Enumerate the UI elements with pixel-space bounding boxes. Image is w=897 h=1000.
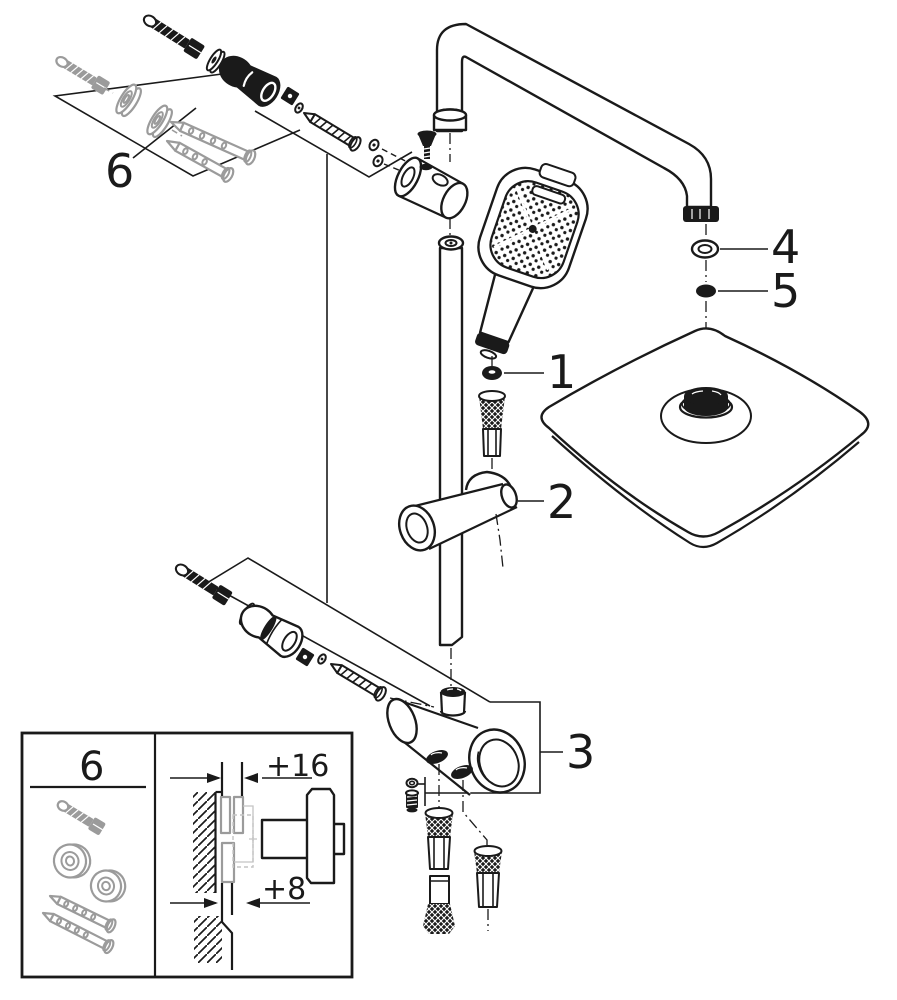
shower-arm xyxy=(435,22,719,222)
dimension-upper xyxy=(170,762,312,796)
head-rim xyxy=(551,435,860,549)
inset-rosette-2 xyxy=(89,869,127,903)
callout-3-label: 3 xyxy=(566,725,595,779)
axis-dash xyxy=(103,87,114,94)
cap-nut-bottom xyxy=(239,604,304,659)
shower-holder-item2 xyxy=(397,470,518,552)
mount-screw-bottom xyxy=(174,563,233,606)
gray-rosette-1 xyxy=(115,83,142,118)
valve-small-ring xyxy=(405,777,419,789)
callout-6-label: 6 xyxy=(105,144,134,198)
dimension-lower xyxy=(170,883,310,915)
long-screw-top xyxy=(303,112,362,152)
small-ring-top xyxy=(294,102,304,114)
square-nut-top xyxy=(280,86,300,106)
dimension-plus16-label: +16 xyxy=(266,749,329,784)
valve-port-right xyxy=(451,765,473,779)
washer-item4 xyxy=(690,239,720,259)
fastener-group-outline-top xyxy=(254,110,413,603)
callout-5-label: 5 xyxy=(771,264,800,318)
valve-port-left xyxy=(426,750,448,764)
fastener-group-outline-bottom xyxy=(205,557,563,806)
inset-screw-2 xyxy=(41,911,115,955)
gray-rosette-2 xyxy=(146,104,173,139)
valve-small-screw xyxy=(405,789,419,813)
inset-rosette-1 xyxy=(52,843,92,879)
inset-6-label: 6 xyxy=(79,744,104,790)
riser-sleeve xyxy=(432,108,468,132)
hose-nut-left xyxy=(424,807,454,870)
hose-nut-right xyxy=(473,845,503,908)
inset-wall-section xyxy=(193,790,234,970)
leader-dash xyxy=(381,148,414,166)
callout-2-label: 2 xyxy=(547,475,576,529)
hand-shower xyxy=(475,162,589,360)
brand-strip xyxy=(531,185,567,205)
centerline xyxy=(462,780,488,846)
gray-wood-screw-1 xyxy=(169,120,257,166)
holder-axis xyxy=(495,513,504,569)
arm-end-cap xyxy=(683,206,719,222)
bracket-grub-screw xyxy=(417,130,437,159)
o-ring-item5 xyxy=(696,284,716,298)
cap-nut-top xyxy=(218,55,281,107)
gray-wood-screw-2 xyxy=(165,139,235,183)
small-ring-bottom xyxy=(317,653,327,665)
inset-pipe-fitting xyxy=(260,787,346,885)
wall-hatch-lower xyxy=(194,916,222,963)
axis-dash xyxy=(171,129,183,137)
valve-top-nipple xyxy=(439,687,467,717)
callout-1-label: 1 xyxy=(547,345,576,399)
small-ring-pair xyxy=(368,138,384,168)
callout-6-leader xyxy=(132,107,197,159)
hub-collar xyxy=(678,387,734,419)
gray-hex-screw xyxy=(55,55,110,95)
inset-anchors xyxy=(219,795,257,884)
dimension-plus8-label: +8 xyxy=(262,872,306,907)
bracket-screw-hole xyxy=(419,163,433,171)
hand-shower-tab xyxy=(538,162,577,188)
long-screw-bottom xyxy=(330,663,387,702)
mount-screw-top xyxy=(142,14,205,59)
inset-screw-1 xyxy=(48,894,117,934)
hose-end-left xyxy=(423,875,455,934)
slide-rail xyxy=(437,235,465,647)
diverter-valve-item3 xyxy=(386,687,526,796)
inset-box xyxy=(20,731,354,979)
head-shower xyxy=(540,327,870,549)
square-nut-bottom xyxy=(295,647,315,667)
hose-cone-nut-upper xyxy=(478,390,506,457)
callout-4-label: 4 xyxy=(771,220,800,274)
wall-bracket xyxy=(393,156,469,220)
wall-hatch-upper xyxy=(193,792,215,893)
o-ring-item1 xyxy=(482,366,502,380)
inset-hex-screw xyxy=(56,800,106,835)
